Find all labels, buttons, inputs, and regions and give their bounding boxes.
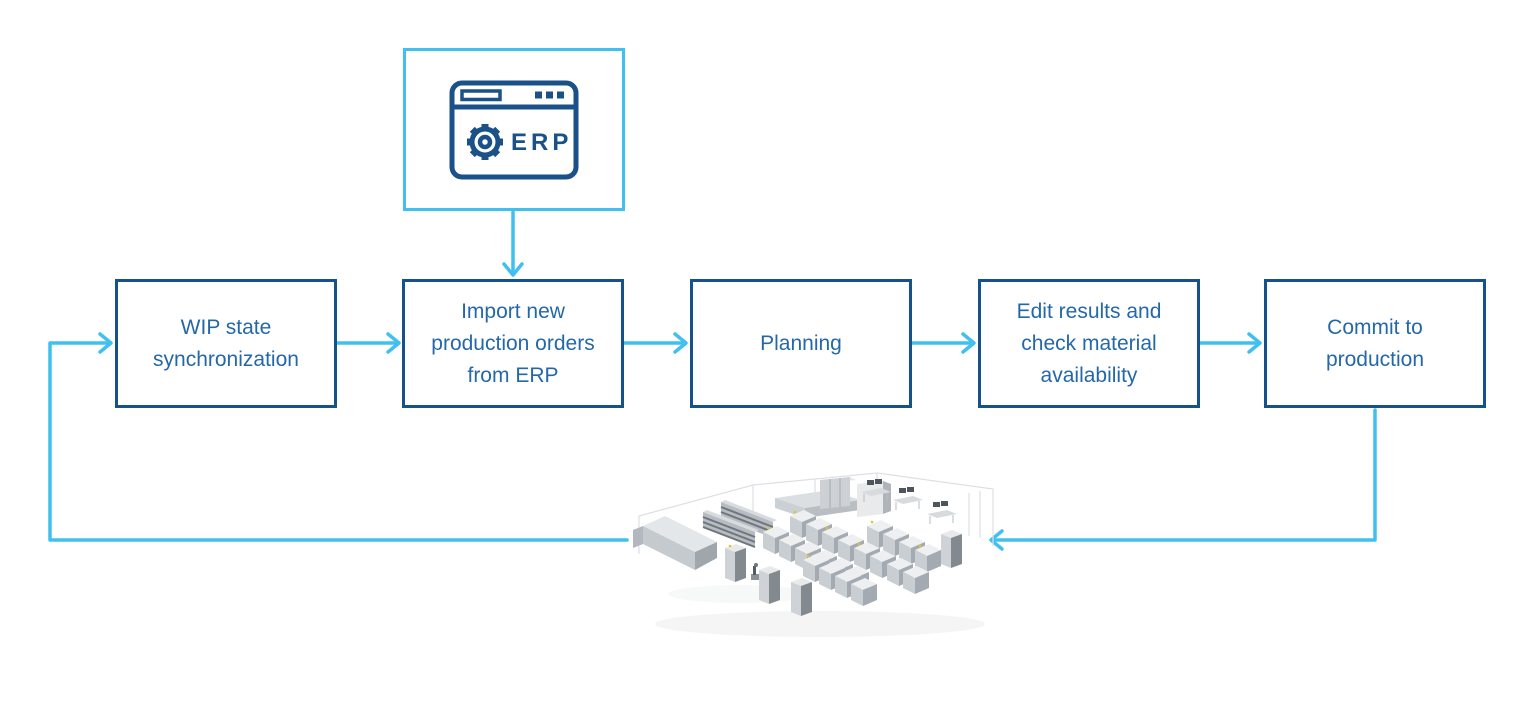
flow-node-import-production-orders: Import new production orders from ERP: [402, 279, 624, 408]
flow-node-wip-state-synchronization: WIP state synchronization: [115, 279, 337, 408]
address-bar: [460, 88, 502, 101]
arrowhead-right-icon: [961, 332, 976, 354]
status-lights: [728, 510, 922, 558]
erp-browser-window-icon: ERP: [449, 80, 579, 179]
flow-node-planning: Planning: [690, 279, 912, 408]
flow-node-commit-to-production: Commit to production: [1264, 279, 1486, 408]
gear-icon: [467, 123, 503, 160]
mobile-robot-icon: [751, 563, 759, 580]
node-label: Import new production orders from ERP: [431, 299, 595, 387]
arrowhead-down-icon: [502, 262, 524, 277]
node-label: Edit results and check material availabi…: [1016, 299, 1162, 387]
browser-frame: [449, 80, 579, 179]
arrowhead-right-icon: [386, 332, 401, 354]
erp-icon-label: ERP: [511, 129, 572, 156]
shelf-racks: [702, 500, 777, 548]
arrowhead-right-icon: [673, 332, 688, 354]
flow-node-edit-results-check-material: Edit results and check material availabi…: [978, 279, 1200, 408]
arrowhead-right-icon: [98, 332, 113, 354]
arrowhead-right-icon: [1247, 332, 1262, 354]
conveyor-machine: [633, 516, 717, 570]
browser-buttons-icon: [535, 91, 564, 98]
white-cabinet: [857, 481, 891, 517]
node-label: Planning: [760, 331, 842, 355]
factory-floor-image: [633, 472, 994, 637]
erp-system-box: ERP: [403, 48, 625, 211]
cabinet-wall: [820, 477, 856, 509]
node-label: Commit to production: [1325, 315, 1425, 371]
node-label: WIP state synchronization: [153, 315, 299, 371]
arrow-commit-to-factory: [991, 408, 1377, 542]
